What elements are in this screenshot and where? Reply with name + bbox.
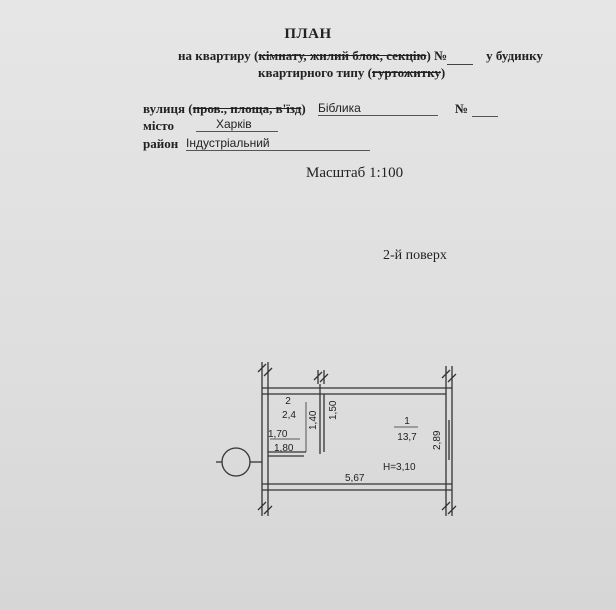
scale-label: Масштаб 1:100 xyxy=(306,165,404,181)
dim-1-40: 1,40 xyxy=(308,410,319,430)
header-line-2: квартирного типу (гуртожитку) xyxy=(258,65,446,80)
street-value: Біблика xyxy=(318,101,438,116)
house-number-label: № xyxy=(455,101,469,116)
apartment-number-blank xyxy=(447,48,474,65)
dim-1-70: 1,70 xyxy=(268,429,288,440)
room-2-number: 2 xyxy=(285,396,291,407)
house-number-blank xyxy=(472,116,498,117)
header-line-1: на квартиру (кімнату, жилий блок, секцію… xyxy=(178,48,543,65)
district-value: Індустріальний xyxy=(186,136,370,151)
street-row: вулиця (пров., площа, в'їзд) xyxy=(143,101,306,116)
document-title: ПЛАН xyxy=(284,26,332,42)
dim-5-67: 5,67 xyxy=(345,473,365,484)
floor-label: 2-й поверх xyxy=(383,248,447,263)
room-1-number: 1 xyxy=(404,416,410,427)
dim-1-80: 1,80 xyxy=(274,443,294,454)
district-label: район xyxy=(143,136,179,151)
room-2-area: 2,4 xyxy=(282,410,296,421)
city-value: Харків xyxy=(196,117,278,132)
room-1-area: 13,7 xyxy=(397,432,417,443)
ceiling-height: H=3,10 xyxy=(383,462,416,473)
dim-2-89: 2,89 xyxy=(432,430,443,450)
dim-1-50: 1,50 xyxy=(328,400,339,420)
city-label: місто xyxy=(143,118,174,133)
